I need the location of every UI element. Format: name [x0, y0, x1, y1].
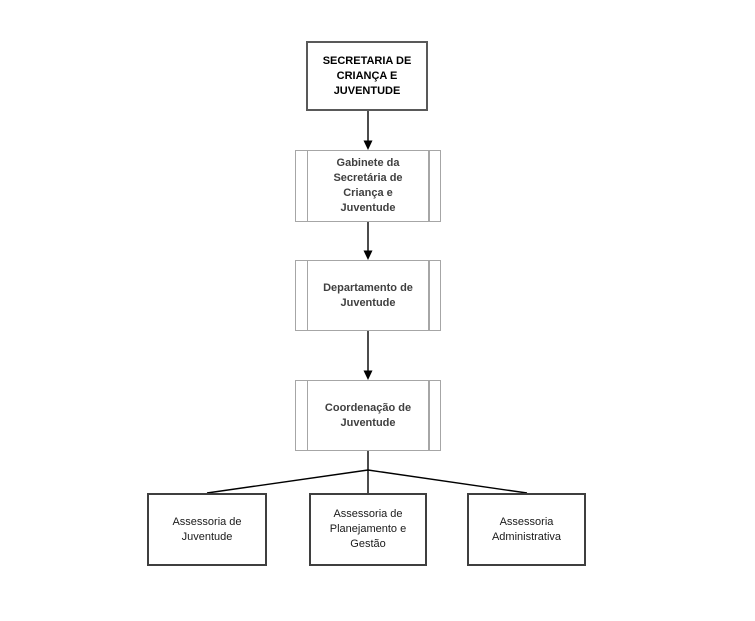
org-node-assessoria-juventude: Assessoria de Juventude — [147, 493, 267, 566]
edge-line — [206, 469, 369, 494]
arrowhead-down-icon — [363, 140, 373, 150]
edge-gabinete-departamento — [363, 222, 373, 260]
edge-coordenacao-assessoria-juventude — [206, 469, 369, 494]
org-node-secretaria: SECRETARIA DE CRIANÇA E JUVENTUDE — [306, 41, 428, 111]
org-node-gabinete-label: Gabinete da Secretária de Criança e Juve… — [333, 157, 403, 214]
org-node-coordenacao: Coordenação de Juventude — [295, 380, 441, 451]
org-node-assessoria-administrativa: Assessoria Administrativa — [467, 493, 586, 566]
org-node-secretaria-label: SECRETARIA DE CRIANÇA E JUVENTUDE — [322, 54, 412, 97]
edge-departamento-coordenacao — [363, 331, 373, 380]
edge-coordenacao-assessoria-administrativa — [367, 469, 528, 494]
arrowhead-down-icon — [363, 370, 373, 380]
org-node-assessoria-administrativa-label: Assessoria Administrativa — [491, 515, 562, 543]
org-node-assessoria-planejamento-label: Assessoria de Planejamento e Gestão — [329, 508, 407, 550]
org-node-coordenacao-label: Coordenação de Juventude — [324, 401, 412, 429]
org-node-gabinete: Gabinete da Secretária de Criança e Juve… — [295, 150, 441, 222]
edge-line — [367, 469, 528, 494]
org-node-assessoria-planejamento: Assessoria de Planejamento e Gestão — [309, 493, 427, 566]
arrowhead-down-icon — [363, 250, 373, 260]
org-node-departamento: Departamento de Juventude — [295, 260, 441, 331]
edge-secretaria-gabinete — [363, 111, 373, 150]
org-node-departamento-label: Departamento de Juventude — [323, 281, 413, 309]
org-node-assessoria-juventude-label: Assessoria de Juventude — [172, 515, 242, 543]
